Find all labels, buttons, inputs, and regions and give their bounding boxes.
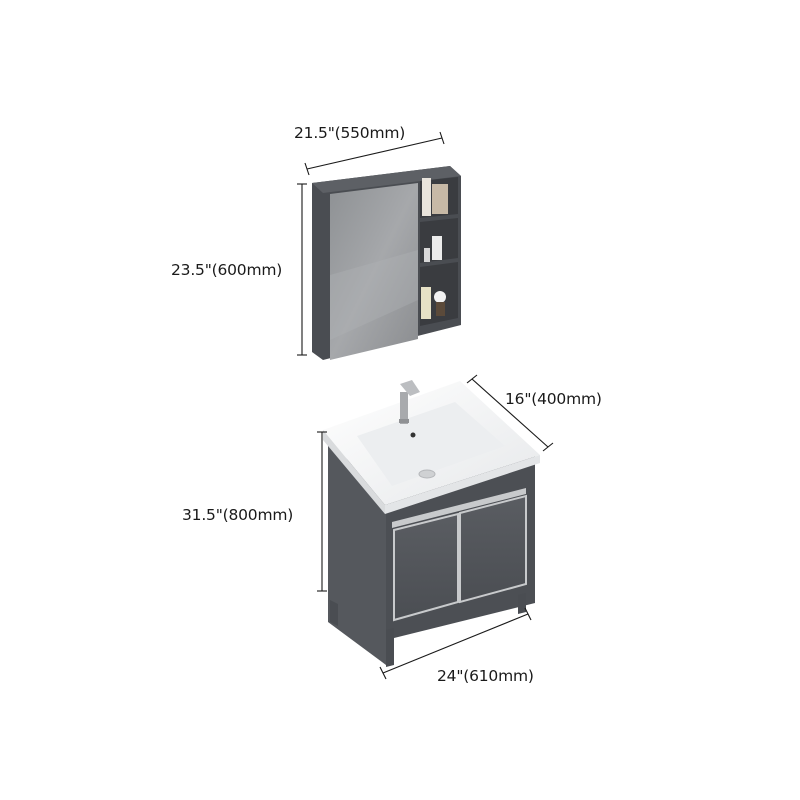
vanity-width-label: 24"(610mm) — [437, 667, 534, 685]
shelf-item-tube — [421, 287, 431, 319]
basin-bowl — [357, 402, 505, 486]
shelf-item-flower — [434, 291, 446, 303]
mirror-height-label: 23.5"(600mm) — [171, 261, 283, 279]
vanity — [323, 380, 540, 667]
mirror-cabinet — [312, 166, 461, 360]
mirror-door — [330, 183, 418, 360]
dimension-lines — [297, 131, 554, 680]
vanity-depth-label: 16"(400mm) — [505, 390, 602, 408]
faucet — [399, 380, 420, 424]
right-door — [459, 494, 527, 604]
shelf-item-box — [422, 178, 431, 216]
front-right-leg — [518, 593, 526, 614]
left-door — [393, 512, 459, 622]
shelf-item-soap — [432, 184, 448, 214]
shelf-item-small-bottle — [424, 248, 430, 262]
vanity-height-label: 31.5"(800mm) — [182, 506, 294, 524]
shelf-item-bottle — [432, 236, 442, 260]
handle-bar — [392, 488, 526, 528]
overflow-hole — [410, 432, 416, 438]
mirror-width-label: 21.5"(550mm) — [294, 124, 406, 142]
back-left-leg — [330, 600, 338, 626]
drain — [418, 469, 436, 479]
front-left-leg — [386, 628, 394, 667]
